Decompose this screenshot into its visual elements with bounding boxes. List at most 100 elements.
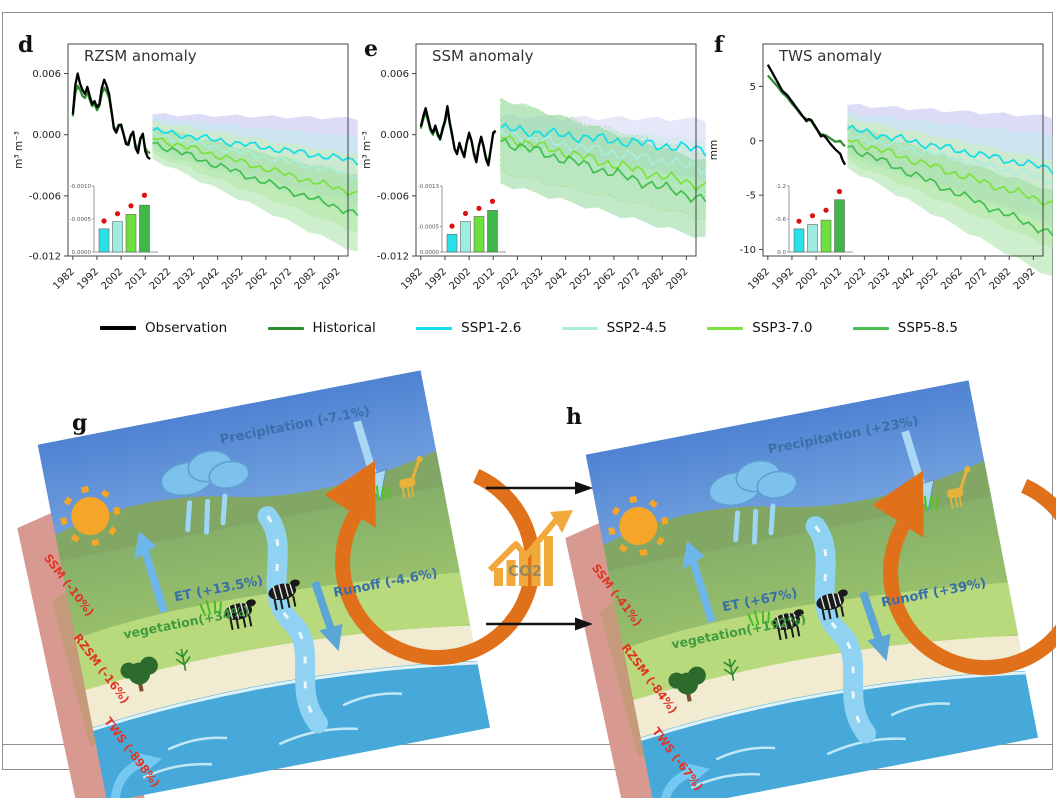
svg-text:0: 0	[750, 136, 756, 147]
inset-dot-SSP3-7.0	[476, 205, 482, 211]
svg-text:2022: 2022	[496, 266, 522, 292]
legend-line-swatch	[707, 326, 744, 330]
y-axis-label: m³ m⁻³	[13, 131, 25, 169]
inset-bar-SSP2-4.5	[112, 221, 123, 253]
svg-text:2062: 2062	[939, 266, 965, 292]
panel-letter-e: e	[364, 36, 378, 62]
svg-text:1992: 1992	[770, 266, 796, 292]
y-axis-label: m³ m⁻³	[361, 131, 373, 169]
svg-text:-0.0005: -0.0005	[418, 225, 440, 231]
panel-letter-g: g	[72, 410, 88, 436]
line-SSP1-2.6	[152, 126, 359, 166]
inset-bar-SSP3-7.0	[820, 219, 832, 253]
legend-label: SSP5-8.5	[897, 320, 958, 336]
inset-dot-SSP1-2.6	[796, 218, 802, 224]
svg-text:0.006: 0.006	[32, 69, 61, 80]
line-SSP3-7.0	[500, 134, 707, 193]
inset-bar-SSP3-7.0	[125, 214, 137, 253]
svg-text:2062: 2062	[592, 266, 618, 292]
plot-frame	[415, 43, 697, 257]
legend-item: Observation	[100, 320, 227, 336]
line-SSP2-4.5	[151, 130, 359, 180]
svg-text:-1.2: -1.2	[775, 184, 786, 190]
svg-text:2002: 2002	[794, 266, 820, 292]
inset-dot-SSP3-7.0	[128, 203, 134, 209]
legend-item: SSP5-8.5	[852, 320, 958, 336]
line-Observation	[71, 72, 151, 161]
panel-letter-d: d	[18, 32, 34, 58]
svg-text:5: 5	[750, 82, 756, 93]
svg-text:-0.0013: -0.0013	[418, 184, 440, 190]
svg-text:2022: 2022	[843, 266, 869, 292]
line-SSP5-8.5	[847, 144, 1054, 237]
svg-text:2092: 2092	[317, 266, 343, 292]
svg-text:2072: 2072	[963, 266, 989, 292]
inset-dot-SSP3-7.0	[823, 207, 829, 213]
svg-text:2082: 2082	[988, 266, 1014, 292]
svg-text:2082: 2082	[641, 266, 667, 292]
line-Observation	[766, 64, 847, 166]
panel-letter-f: f	[714, 32, 724, 58]
legend-item: SSP2-4.5	[561, 320, 667, 336]
svg-text:2042: 2042	[544, 266, 570, 292]
bottom-arrow-icon	[486, 617, 593, 631]
svg-text:1982: 1982	[51, 266, 77, 292]
svg-text:1992: 1992	[423, 266, 449, 292]
inset-bar-SSP5-8.5	[487, 210, 498, 253]
svg-text:2012: 2012	[819, 266, 845, 292]
svg-text:-0.006: -0.006	[29, 191, 61, 202]
svg-text:1982: 1982	[399, 266, 425, 292]
diagram-ecosystem-after: Precipitation (+23%) ET (+67%) Runoff (+…	[535, 367, 1056, 798]
line-SSP2-4.5	[499, 127, 707, 176]
svg-text:0.000: 0.000	[380, 130, 409, 141]
legend-line-swatch	[561, 326, 598, 330]
svg-text:2032: 2032	[867, 266, 893, 292]
legend-label: Historical	[312, 320, 376, 336]
svg-text:0.0: 0.0	[777, 250, 786, 256]
svg-text:2042: 2042	[196, 266, 222, 292]
svg-text:-0.012: -0.012	[377, 252, 409, 263]
band-SSP3-7.0	[847, 116, 1053, 248]
legend-label: SSP3-7.0	[752, 320, 813, 336]
svg-text:-10: -10	[740, 245, 756, 256]
band-SSP5-8.5	[152, 126, 358, 252]
inset-bar-SSP1-2.6	[98, 228, 110, 253]
line-SSP1-2.6	[499, 122, 707, 157]
band-SSP3-7.0	[152, 119, 358, 233]
svg-text:0.0000: 0.0000	[72, 250, 92, 256]
legend-label: SSP2-4.5	[606, 320, 667, 336]
legend-line-swatch	[267, 326, 304, 330]
inset-bar-SSP5-8.5	[139, 204, 150, 253]
inset-bar-SSP1-2.6	[446, 233, 458, 253]
top-arrow-icon	[486, 481, 593, 495]
svg-text:2002: 2002	[447, 266, 473, 292]
svg-text:2052: 2052	[915, 266, 941, 292]
legend-item: SSP1-2.6	[416, 320, 521, 336]
plot-frame	[67, 43, 349, 257]
inset-dot-SSP1-2.6	[101, 218, 107, 224]
inset-bar-chart: -1.2-0.60.0	[775, 184, 853, 256]
svg-text:2032: 2032	[172, 266, 198, 292]
line-Historical	[71, 84, 151, 155]
svg-text:2072: 2072	[268, 266, 294, 292]
svg-text:0.000: 0.000	[32, 130, 61, 141]
inset-dot-SSP2-4.5	[462, 210, 469, 217]
co2-rise-icon: CO2	[487, 510, 573, 586]
svg-text:2012: 2012	[472, 266, 498, 292]
scenario-lines	[846, 124, 1054, 237]
svg-text:-5: -5	[746, 191, 756, 202]
svg-text:2082: 2082	[293, 266, 319, 292]
svg-text:-0.0010: -0.0010	[70, 184, 92, 190]
uncertainty-bands	[847, 103, 1053, 277]
svg-text:-0.012: -0.012	[29, 252, 61, 263]
legend-line-swatch	[416, 326, 453, 330]
co2-label: CO2	[508, 562, 542, 580]
inset-dot-SSP2-4.5	[809, 213, 816, 219]
legend-item: SSP3-7.0	[707, 320, 812, 336]
svg-text:2022: 2022	[148, 266, 174, 292]
svg-text:-0.006: -0.006	[377, 191, 409, 202]
line-SSP5-8.5	[500, 137, 707, 204]
